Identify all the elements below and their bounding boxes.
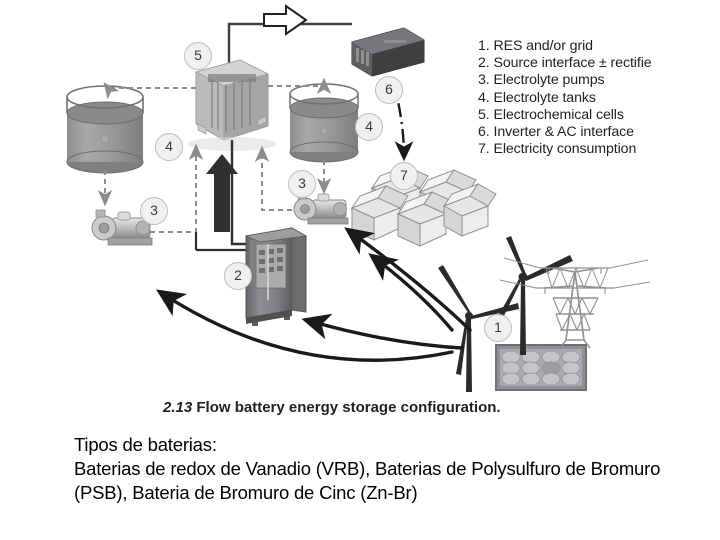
cabinet-feed-line — [194, 232, 248, 252]
electrochemical-cell-stack — [188, 59, 276, 151]
legend-item-1: 1. RES and/or grid — [478, 38, 593, 54]
power-flow-arrow-icon — [263, 4, 308, 36]
figure-caption: 2.13 Flow battery energy storage configu… — [163, 399, 501, 416]
electrolyte-pump-right — [293, 191, 349, 225]
callout-3-right: 3 — [288, 170, 316, 198]
figure-caption-text: Flow battery energy storage configuratio… — [196, 399, 501, 416]
source-interface-cabinet — [244, 227, 308, 326]
battery-types-notes: Tipos de baterias: Baterias de redox de … — [74, 433, 714, 505]
callout-4-left: 4 — [155, 133, 183, 161]
legend-item-2: 2. Source interface ± rectifie — [478, 55, 652, 72]
electrolyte-pump-left — [91, 209, 153, 246]
legend-item-6: 6. Inverter & AC interface — [478, 124, 634, 141]
legend-item-5: 5. Electrochemical cells — [478, 106, 624, 123]
electrolyte-tank-right — [289, 83, 359, 163]
notes-line-2: (PSB), Bateria de Bromuro de Cinc (Zn-Br… — [74, 482, 418, 503]
notes-line-1: Baterias de redox de Vanadio (VRB), Bate… — [74, 458, 661, 479]
callout-6: 6 — [375, 76, 403, 104]
callout-1: 1 — [484, 314, 512, 342]
electrolyte-tank-left — [66, 85, 144, 174]
callout-2: 2 — [224, 262, 252, 290]
figure-number: 2.13 — [163, 399, 193, 416]
figure-legend: 1. RES and/or grid 2. Source interface ±… — [478, 38, 720, 158]
charge-direction-arrow-icon — [206, 154, 238, 232]
callout-4-right: 4 — [355, 113, 383, 141]
callout-7: 7 — [390, 162, 418, 190]
legend-item-4: 4. Electrolyte tanks — [478, 89, 596, 106]
houses-cluster — [350, 164, 497, 247]
legend-item-7: 7. Electricity consumption — [478, 141, 637, 158]
callout-5: 5 — [184, 42, 212, 70]
inverter-ac-interface — [351, 27, 425, 77]
transmission-tower — [499, 257, 651, 349]
cabinet-to-stack-line — [230, 140, 248, 246]
callout-3-left: 3 — [140, 197, 168, 225]
res-supply-arrows — [156, 227, 472, 362]
solar-panel — [495, 344, 587, 391]
legend-item-3: 3. Electrolyte pumps — [478, 72, 605, 89]
notes-heading: Tipos de baterias: — [74, 434, 217, 455]
